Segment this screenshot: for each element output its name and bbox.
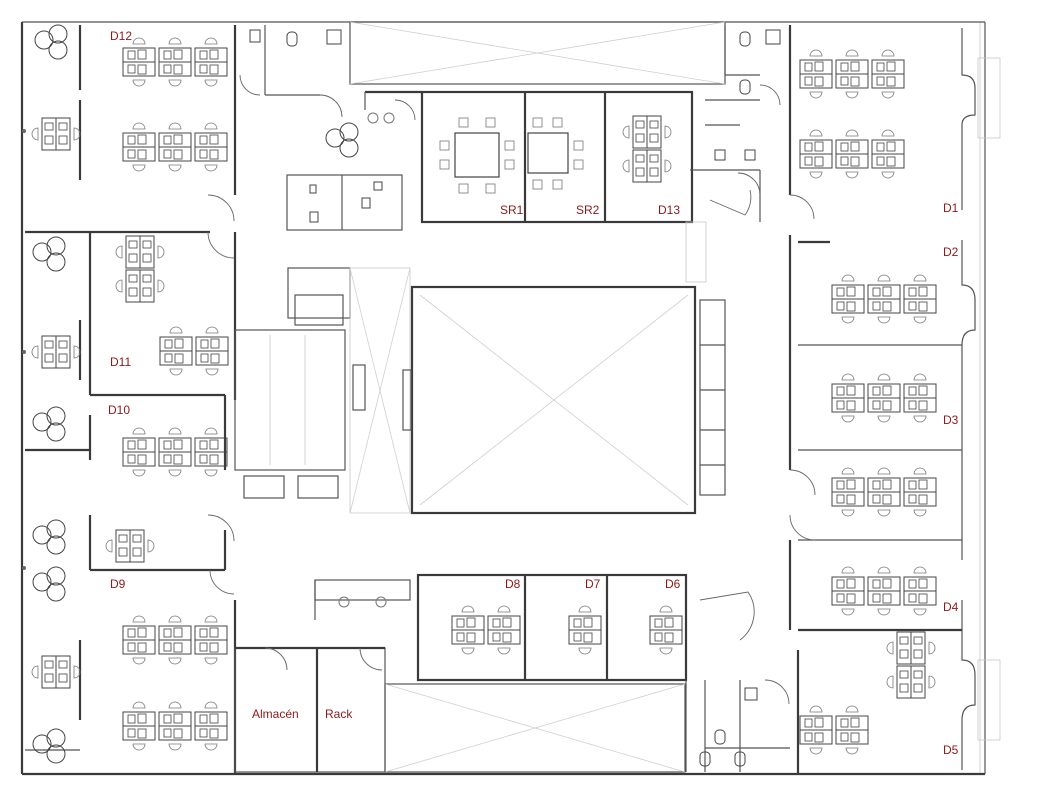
- left-wing-walls: [25, 25, 237, 774]
- core-walls: [234, 21, 962, 774]
- room-label-d1: D1: [943, 201, 959, 215]
- outer-walls: [20, 21, 1001, 776]
- room-label-almacen: Almacén: [252, 707, 299, 721]
- room-label-d5: D5: [943, 743, 959, 757]
- room-label-d11: D11: [110, 355, 131, 369]
- room-label-d9: D9: [110, 577, 126, 591]
- room-label-d12: D12: [110, 29, 132, 43]
- room-label-d6: D6: [665, 577, 681, 591]
- room-label-d3: D3: [943, 413, 959, 427]
- room-label-d10: D10: [108, 403, 130, 417]
- room-label-d4: D4: [943, 600, 959, 614]
- room-label-sr2: SR2: [576, 203, 600, 217]
- door-swings: [207, 74, 816, 705]
- room-label-d13: D13: [658, 203, 680, 217]
- lounge-furniture: [32, 24, 781, 767]
- room-label-sr1: SR1: [500, 203, 524, 217]
- room-label-d8: D8: [505, 577, 521, 591]
- room-label-d7: D7: [585, 577, 601, 591]
- room-labels: D12 D11 D10 D9 SR1 SR2 D13 D8 D7 D6 D1 D…: [108, 29, 959, 757]
- meeting-tables: [439, 117, 584, 194]
- room-label-d2: D2: [943, 245, 959, 259]
- room-label-rack: Rack: [325, 707, 353, 721]
